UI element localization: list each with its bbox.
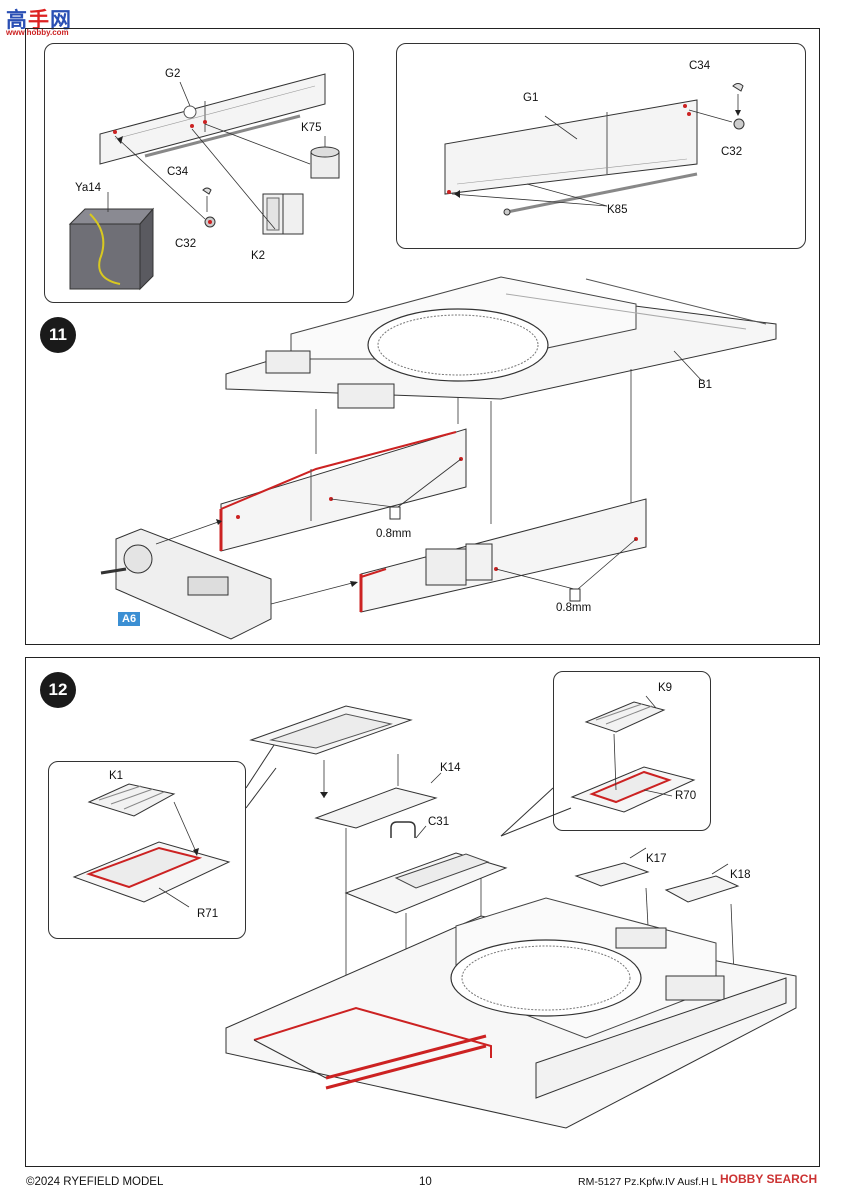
label-drill-0-8mm: 0.8mm: [376, 528, 412, 540]
label-c34: C34: [689, 60, 711, 72]
label-r71: R71: [197, 908, 219, 920]
step-11-hull-drawing: [100, 276, 777, 640]
label-k17: K17: [646, 853, 667, 865]
label-c31: C31: [428, 816, 450, 828]
label-c32: C32: [721, 146, 743, 158]
label-ya14: Ya14: [75, 182, 102, 194]
inset-k9-detail: K9 R70: [553, 671, 711, 831]
label-r70: R70: [675, 790, 697, 802]
label-g1: G1: [523, 92, 539, 104]
step-12-panel: 12 K1 R71 K9 R70: [25, 657, 820, 1167]
watermark-logo: 高手网: [6, 8, 72, 32]
watermark-url: www.hobby.com: [6, 28, 69, 37]
label-k14: K14: [440, 762, 461, 774]
footer-page-number: 10: [419, 1176, 432, 1188]
step-number-badge: 11: [40, 317, 76, 353]
label-k18: K18: [730, 869, 751, 881]
g2-detail-drawing: [68, 73, 340, 291]
inset-g2-detail: G2 K75 C34 Ya14 C32 K2: [44, 43, 354, 303]
inset-g1-detail: C34 G1 C32 K85: [396, 43, 806, 249]
footer-copyright: ©2024 RYEFIELD MODEL: [26, 1176, 164, 1188]
label-g2: G2: [165, 68, 181, 80]
footer-brand-watermark: HOBBY SEARCH: [718, 1172, 820, 1186]
label-c32: C32: [175, 238, 197, 250]
label-k2: K2: [251, 250, 266, 262]
k9-detail-drawing: [570, 695, 696, 813]
label-b1: B1: [698, 379, 713, 391]
site-watermark: 高手网 www.hobby.com: [6, 4, 76, 38]
k1-detail-drawing: [72, 783, 231, 908]
g1-detail-drawing: [444, 83, 745, 216]
label-drill-0-8mm: 0.8mm: [556, 602, 592, 614]
step-number-badge: 12: [40, 672, 76, 708]
label-c34: C34: [167, 166, 189, 178]
label-k85: K85: [607, 204, 628, 216]
step-11-panel: 11: [25, 28, 820, 645]
label-k75: K75: [301, 122, 322, 134]
inset-k1-detail: K1 R71: [48, 761, 246, 939]
label-k9: K9: [658, 682, 673, 694]
label-k1: K1: [109, 770, 124, 782]
part-tag-a6: A6: [118, 612, 141, 626]
step-12-hull-drawing: [225, 705, 797, 1129]
